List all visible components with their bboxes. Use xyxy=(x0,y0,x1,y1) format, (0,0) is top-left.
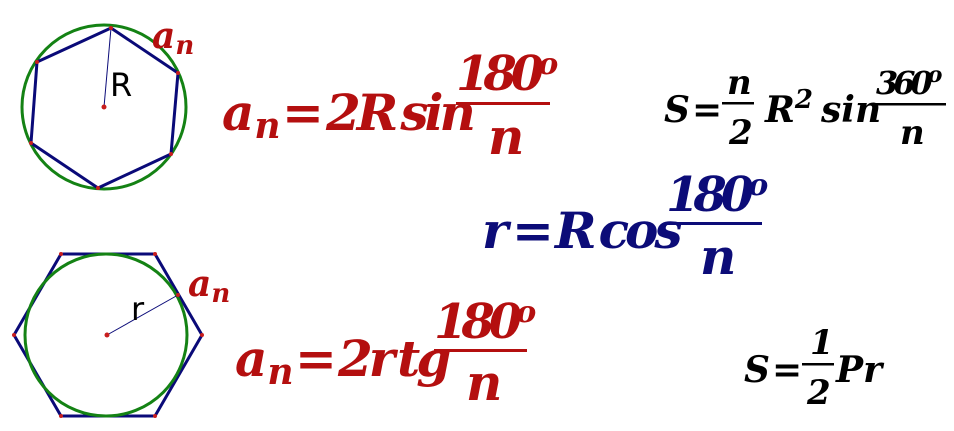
vertex-point xyxy=(169,152,173,156)
fraction-denominator: 2 xyxy=(728,113,753,153)
fraction-numerator: 1 xyxy=(810,323,834,363)
inscribed-circle xyxy=(23,252,189,418)
fraction-bar xyxy=(456,102,550,105)
circumscribed-circle xyxy=(20,23,188,191)
formula-equals: = xyxy=(282,83,324,142)
fraction-numerator: n xyxy=(727,63,752,103)
formula-equals: = xyxy=(295,329,337,388)
formula-body: Pr xyxy=(835,349,885,391)
vertex-point xyxy=(176,71,180,75)
tangent-point xyxy=(176,293,180,297)
fraction-numerator: 180o xyxy=(666,167,768,223)
fraction-bar xyxy=(872,103,946,106)
formula-equals: = xyxy=(692,89,722,131)
vertex-point xyxy=(35,60,39,64)
circumradius-label: R xyxy=(110,66,132,104)
fraction-bar xyxy=(722,102,754,105)
formula-lhs: S xyxy=(744,349,770,391)
vertex-point xyxy=(200,333,204,337)
vertex-point xyxy=(59,252,63,256)
formula-area-inscribed: S = 1 2 Pr xyxy=(744,323,885,413)
center-point xyxy=(101,104,107,110)
vertex-point xyxy=(153,414,157,418)
side-label-top: an xyxy=(152,15,194,61)
formula-lhs: S xyxy=(664,89,690,131)
figure-inscribed-hexagon: R an xyxy=(20,15,194,191)
vertex-point xyxy=(29,141,33,145)
formula-equals: = xyxy=(772,349,802,391)
fraction-denominator: n xyxy=(700,227,736,286)
fraction-numerator: 180o xyxy=(434,294,536,350)
vertex-points xyxy=(12,252,204,418)
vertex-point xyxy=(96,186,100,190)
vertex-point xyxy=(12,333,16,337)
center-point xyxy=(104,332,110,338)
side-label-bottom: an xyxy=(188,263,230,309)
fraction-denominator: n xyxy=(466,353,502,412)
fraction-bar xyxy=(434,349,527,352)
inradius-label: r xyxy=(131,290,145,328)
figure-circumscribed-hexagon: r an xyxy=(12,252,230,418)
formula-lhs: an xyxy=(222,83,281,147)
vertex-point xyxy=(153,252,157,256)
formula-lhs: an xyxy=(235,329,294,393)
fraction-numerator: 360o xyxy=(876,62,942,102)
vertex-point xyxy=(59,414,63,418)
vertex-points xyxy=(29,26,180,190)
fraction-denominator: 2 xyxy=(806,373,831,413)
inradius-segment xyxy=(106,294,179,336)
formula-lhs: r xyxy=(482,201,512,260)
fraction-denominator: n xyxy=(488,107,524,166)
circumradius-segment xyxy=(103,27,112,108)
fraction-bar xyxy=(802,363,834,366)
fraction-bar xyxy=(666,222,762,225)
fraction-numerator: 180o xyxy=(456,46,558,102)
formula-equals: = xyxy=(512,201,554,260)
fraction-denominator: n xyxy=(900,113,925,153)
vertex-point xyxy=(109,26,113,30)
